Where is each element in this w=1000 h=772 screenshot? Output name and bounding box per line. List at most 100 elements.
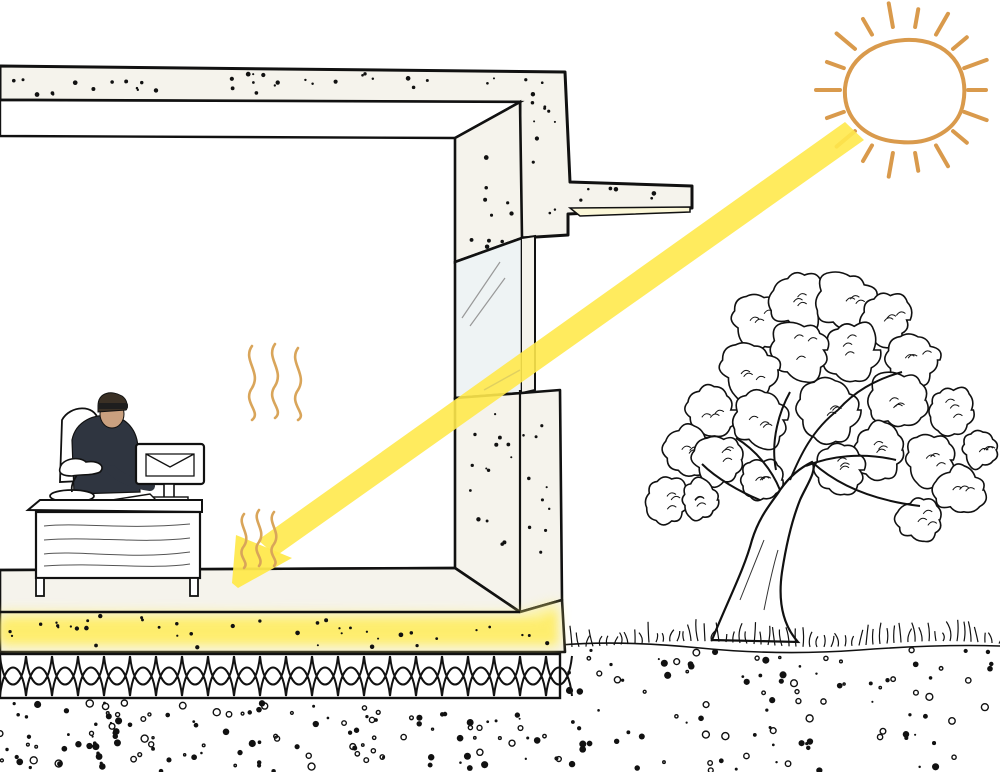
concrete-speckle: [527, 525, 532, 530]
soil-pebble: [166, 757, 172, 763]
concrete-speckle: [435, 637, 439, 641]
soil-pebble: [14, 754, 19, 760]
soil-pebble: [526, 736, 530, 740]
soil-pebble: [130, 755, 138, 763]
tree-leaf-detail: [949, 404, 960, 409]
concrete-speckle: [547, 109, 551, 113]
soil-pebble: [596, 670, 603, 677]
tree-leaf-detail: [761, 476, 772, 481]
soil-pebble: [987, 665, 993, 672]
tree-leaf-detail: [945, 398, 955, 403]
soil-pebble: [568, 760, 576, 768]
soil-pebble: [878, 685, 883, 690]
soil-pebble: [114, 711, 121, 718]
concrete-speckle: [553, 120, 556, 123]
grass-blade: [661, 632, 665, 642]
tree-leaf-detail: [694, 496, 705, 501]
concrete-speckle: [261, 72, 266, 78]
soil-pebble: [754, 655, 760, 661]
soil-pebble: [476, 724, 483, 732]
soil-pebble: [533, 737, 541, 744]
concrete-speckle: [521, 633, 524, 637]
concrete-speckle: [522, 434, 525, 437]
tree-leaf-detail: [670, 495, 681, 501]
tree-leaf-detail: [743, 372, 754, 378]
concrete-speckle: [110, 80, 114, 84]
concrete-speckle: [229, 76, 234, 81]
concrete-speckle: [543, 106, 547, 110]
monitor-envelope: [145, 453, 195, 477]
concrete-speckle: [72, 80, 78, 85]
concrete-speckle: [84, 625, 89, 631]
tree-leaf-detail: [893, 403, 903, 409]
concrete-speckle: [34, 92, 40, 97]
soil-pebble: [985, 649, 991, 655]
soil-pebble: [88, 730, 95, 737]
beam-glass-shimmer: [483, 369, 521, 391]
grass-blade: [695, 619, 699, 642]
concrete-speckle: [349, 626, 352, 630]
tree-leaf-cluster: [644, 476, 691, 526]
soil-pebble: [113, 739, 121, 747]
soil-pebble: [361, 705, 368, 711]
soil-pebble: [932, 763, 940, 771]
concrete-speckle: [140, 616, 144, 620]
soil-pebble: [225, 710, 233, 718]
tree-leaf-detail: [793, 334, 804, 339]
soil-pebble: [5, 747, 9, 752]
tree-leaf-detail: [889, 397, 899, 402]
concrete-speckle: [377, 637, 380, 640]
tree-leaf-cluster: [795, 376, 862, 446]
soil-pebble: [701, 730, 711, 739]
tree-leaf-detail: [917, 517, 928, 523]
soil-pebble: [805, 714, 814, 723]
soil-pebble: [16, 713, 20, 717]
concrete-speckle: [527, 634, 531, 637]
concrete-speckle: [545, 486, 548, 489]
concrete-speckle: [483, 155, 489, 160]
soil-pebble: [836, 682, 843, 689]
concrete-speckle: [469, 237, 474, 242]
soil-pebble: [34, 744, 39, 749]
concrete-speckle: [540, 81, 544, 85]
soil-pebble: [273, 735, 281, 742]
concrete-speckle: [10, 634, 14, 637]
tree-leaf-detail: [978, 447, 989, 453]
soil-pebble: [439, 712, 445, 717]
concrete-speckle: [8, 629, 12, 634]
soil-pebble: [918, 765, 921, 769]
soil-pebble: [0, 758, 5, 763]
concrete-speckle: [91, 86, 96, 91]
insulation-icon: [0, 652, 562, 700]
grass-blade: [858, 629, 864, 646]
sun-ray: [886, 151, 895, 179]
soil-pebble: [497, 736, 502, 741]
grass-blade: [871, 628, 874, 645]
concrete-speckle: [486, 468, 491, 473]
concrete-speckle: [230, 86, 235, 91]
soil-pebble: [660, 659, 668, 667]
concrete-speckle: [365, 630, 369, 633]
soil-pebble: [105, 713, 112, 720]
concrete-speckle: [258, 619, 262, 623]
soil-pebble: [368, 716, 376, 724]
tree-leaf-detail: [797, 301, 807, 307]
desk-body: [34, 510, 202, 580]
soil-pebble: [24, 715, 29, 719]
soil-pebble: [75, 741, 82, 748]
soil-pebble: [589, 648, 593, 653]
concrete-speckle: [398, 632, 404, 638]
tree-leaf-cluster: [684, 383, 740, 438]
grass-blade: [725, 633, 728, 643]
sun-ray: [913, 151, 921, 173]
concrete-speckle: [21, 78, 25, 82]
grass-blade: [911, 622, 916, 642]
grass-blade: [585, 635, 591, 647]
soil-pebble: [26, 734, 32, 739]
concrete-speckle: [486, 81, 489, 85]
soil-pebble: [151, 735, 155, 740]
grass-blade: [886, 628, 889, 644]
soil-pebble: [871, 700, 874, 703]
tree-leaf-detail: [896, 311, 906, 316]
sun-ray: [824, 59, 846, 71]
